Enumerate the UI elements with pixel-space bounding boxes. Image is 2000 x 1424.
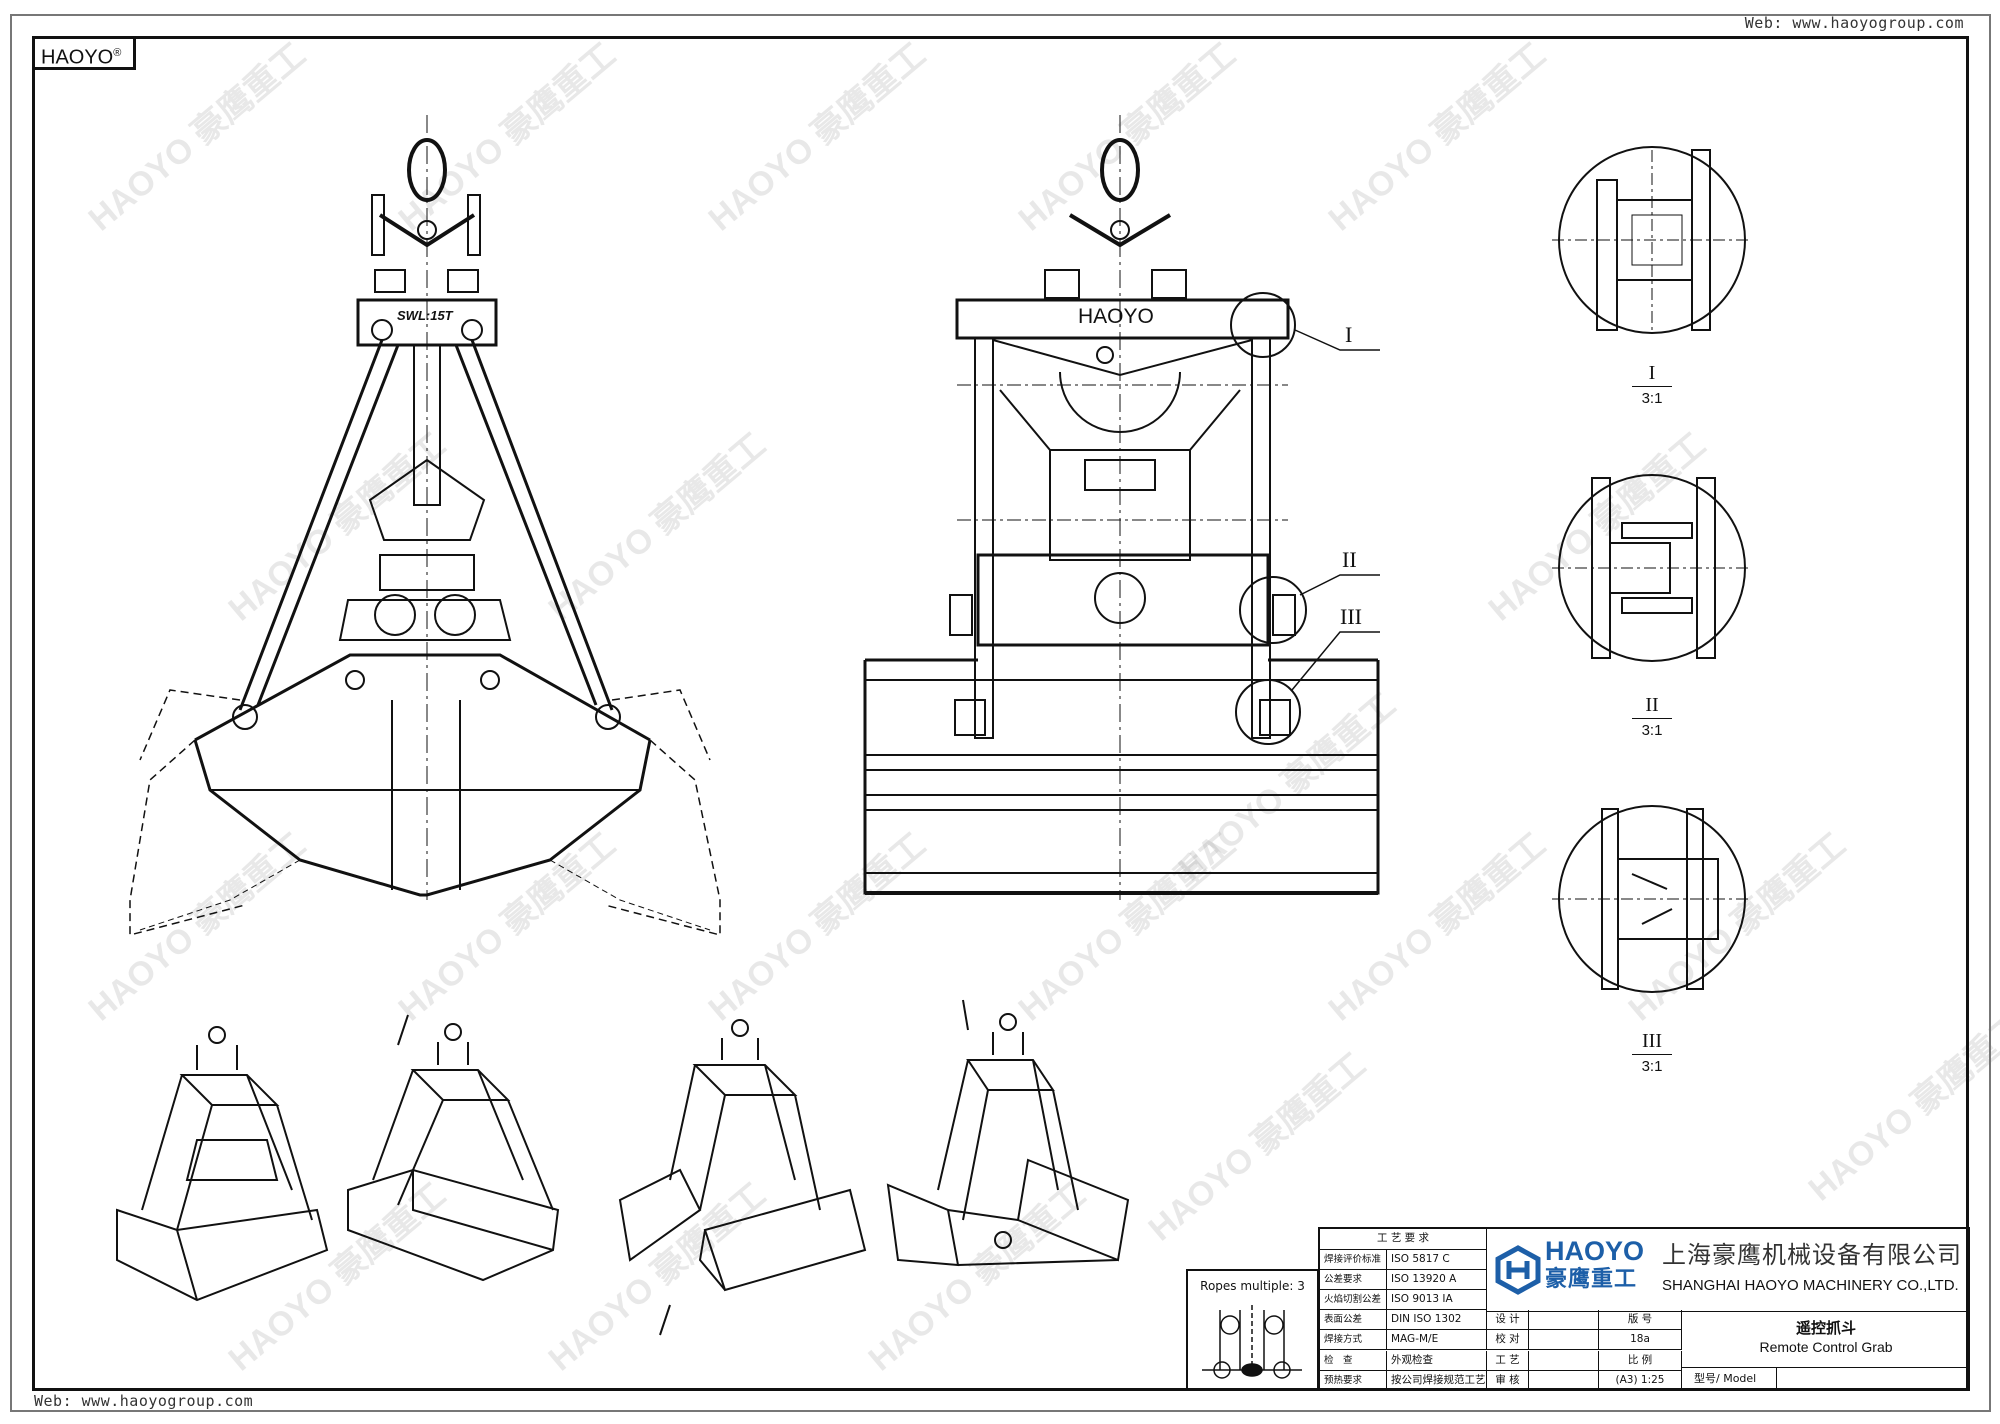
bucket-open-left: [129, 739, 246, 936]
requirement-value: MAG-M/E: [1387, 1330, 1487, 1351]
detail-II-label: II: [1645, 694, 1659, 716]
requirement-label: 公差要求: [1320, 1270, 1387, 1291]
product-title-area: 遥控抓斗 Remote Control Grab 型号/ Model: [1682, 1311, 1970, 1391]
info-value: (A3) 1:25: [1599, 1370, 1682, 1391]
info-label: 比 例: [1599, 1350, 1682, 1371]
brand-mark: HAOYO®: [32, 36, 136, 70]
bucket-closed: [193, 739, 652, 897]
front-view-grab: [863, 115, 1380, 900]
company-name-cn: 上海豪鹰机械设备有限公司: [1662, 1241, 1962, 1269]
requirement-label: 焊接方式: [1320, 1330, 1387, 1351]
requirement-value: 外观检查: [1387, 1350, 1487, 1371]
bucket-open-right: [604, 739, 721, 936]
requirement-value: ISO 9013 IA: [1387, 1290, 1487, 1311]
signoff-label: 校 对: [1487, 1330, 1529, 1351]
detail-II-scale: 3:1: [1632, 718, 1672, 739]
ropes-box: Ropes multiple: 3: [1186, 1269, 1319, 1391]
swl-label: SWL:15T: [397, 308, 453, 323]
company-logo-en: HAOYO: [1545, 1236, 1645, 1266]
detail-I-scale: 3:1: [1632, 386, 1672, 407]
outer-frame: [10, 14, 1991, 1412]
isometric-view-2: [347, 1014, 560, 1282]
callout-label-III: III: [1340, 604, 1362, 629]
side-view-grab: [129, 115, 721, 936]
callout-label-II: II: [1342, 547, 1357, 572]
ropes-reeving-diagram: [1202, 1305, 1302, 1379]
signoff-value[interactable]: [1529, 1330, 1599, 1351]
isometric-view-3: [618, 1019, 867, 1336]
drawing-frame: [32, 36, 1969, 1391]
detail-III-scale: 3:1: [1632, 1054, 1672, 1075]
signoff-label: 审 核: [1487, 1370, 1529, 1391]
signoff-value[interactable]: [1529, 1370, 1599, 1391]
product-name-cn: 遥控抓斗: [1795, 1319, 1856, 1337]
callout-label-I: I: [1345, 322, 1353, 347]
requirement-value: DIN ISO 1302: [1387, 1310, 1487, 1331]
registered-mark: ®: [113, 47, 122, 59]
requirement-value: 按公司焊接规范工艺: [1387, 1370, 1487, 1391]
requirements-header: 工 艺 要 求: [1320, 1229, 1487, 1250]
detail-I-label: I: [1648, 362, 1656, 384]
website-bottom: Web: www.haoyogroup.com: [34, 1392, 254, 1410]
detail-callout-I: [1230, 292, 1296, 358]
company-header: HAOYO 豪鹰重工 上海豪鹰机械设备有限公司 SHANGHAI HAOYO M…: [1487, 1229, 1970, 1312]
requirement-value: ISO 5817 C: [1387, 1250, 1487, 1271]
requirement-label: 焊接评价标准: [1320, 1250, 1387, 1271]
signoff-value[interactable]: [1529, 1310, 1599, 1331]
isometric-view-4: [886, 999, 1130, 1267]
company-name-en: SHANGHAI HAOYO MACHINERY CO.,LTD.: [1662, 1277, 1959, 1294]
front-beam-label: HAOYO: [1078, 305, 1154, 328]
detail-callout-III: [1235, 679, 1301, 745]
requirement-label: 火焰切割公差: [1320, 1290, 1387, 1311]
detail-views: [1552, 146, 1752, 993]
website-top: Web: www.haoyogroup.com: [1744, 14, 1964, 32]
requirement-label: 表面公差: [1320, 1310, 1387, 1331]
signoff-value[interactable]: [1529, 1350, 1599, 1371]
detail-callout-II: [1239, 576, 1307, 644]
info-value: 18a: [1599, 1330, 1682, 1351]
front-head-beam: [955, 298, 1290, 340]
brand-text: HAOYO: [41, 46, 114, 69]
requirement-label: 检 查: [1320, 1350, 1387, 1371]
info-label: 版 号: [1599, 1310, 1682, 1331]
product-name-en: Remote Control Grab: [1759, 1339, 1893, 1355]
lifting-shackle: [407, 138, 447, 202]
detail-III-label: III: [1642, 1030, 1662, 1052]
model-label: 型号/ Model: [1682, 1367, 1777, 1391]
company-logo-icon: [1495, 1245, 1541, 1295]
signoff-label: 设 计: [1487, 1310, 1529, 1331]
requirement-value: ISO 13920 A: [1387, 1270, 1487, 1291]
signoff-label: 工 艺: [1487, 1350, 1529, 1371]
isometric-view-1: [116, 1026, 329, 1302]
requirement-label: 预热要求: [1320, 1370, 1387, 1391]
company-logo-cn: 豪鹰重工: [1545, 1267, 1638, 1292]
ropes-label: Ropes multiple: 3: [1200, 1279, 1305, 1293]
